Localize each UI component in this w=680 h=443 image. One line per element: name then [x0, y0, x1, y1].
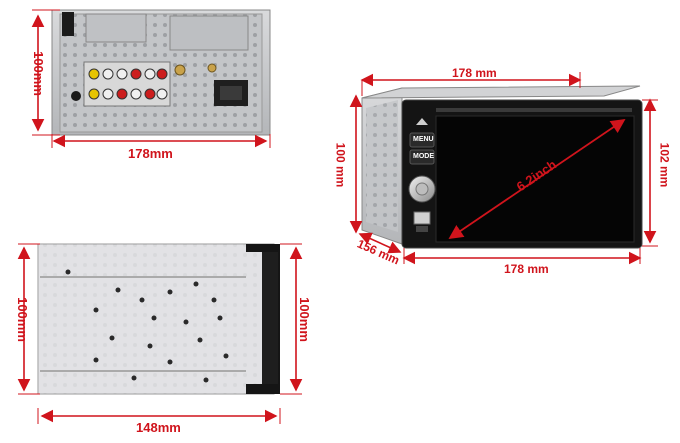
mounting-holes — [65, 269, 229, 383]
front-bottom-width-label: 178 mm — [504, 262, 549, 276]
front-right-height-label: 102 mm — [657, 142, 672, 188]
front-view-unit — [361, 85, 643, 249]
side-view-unit — [37, 243, 280, 395]
screen-diagonal-line — [448, 118, 626, 240]
side-left-height-label: 100mm — [14, 297, 30, 342]
mode-button-label: MODE — [413, 153, 434, 160]
rear-width-label: 178mm — [128, 146, 173, 161]
rca-jacks — [88, 68, 168, 100]
front-depth-line — [358, 232, 402, 254]
side-width-label: 148mm — [136, 420, 181, 435]
menu-button-label: MENU — [413, 136, 434, 143]
side-right-height-label: 100mm — [296, 297, 312, 342]
front-top-width-label: 178 mm — [452, 66, 497, 80]
rear-view-unit — [51, 9, 271, 136]
front-left-height-label: 100 mm — [333, 142, 348, 188]
rear-height-label: 100mm — [30, 51, 46, 96]
